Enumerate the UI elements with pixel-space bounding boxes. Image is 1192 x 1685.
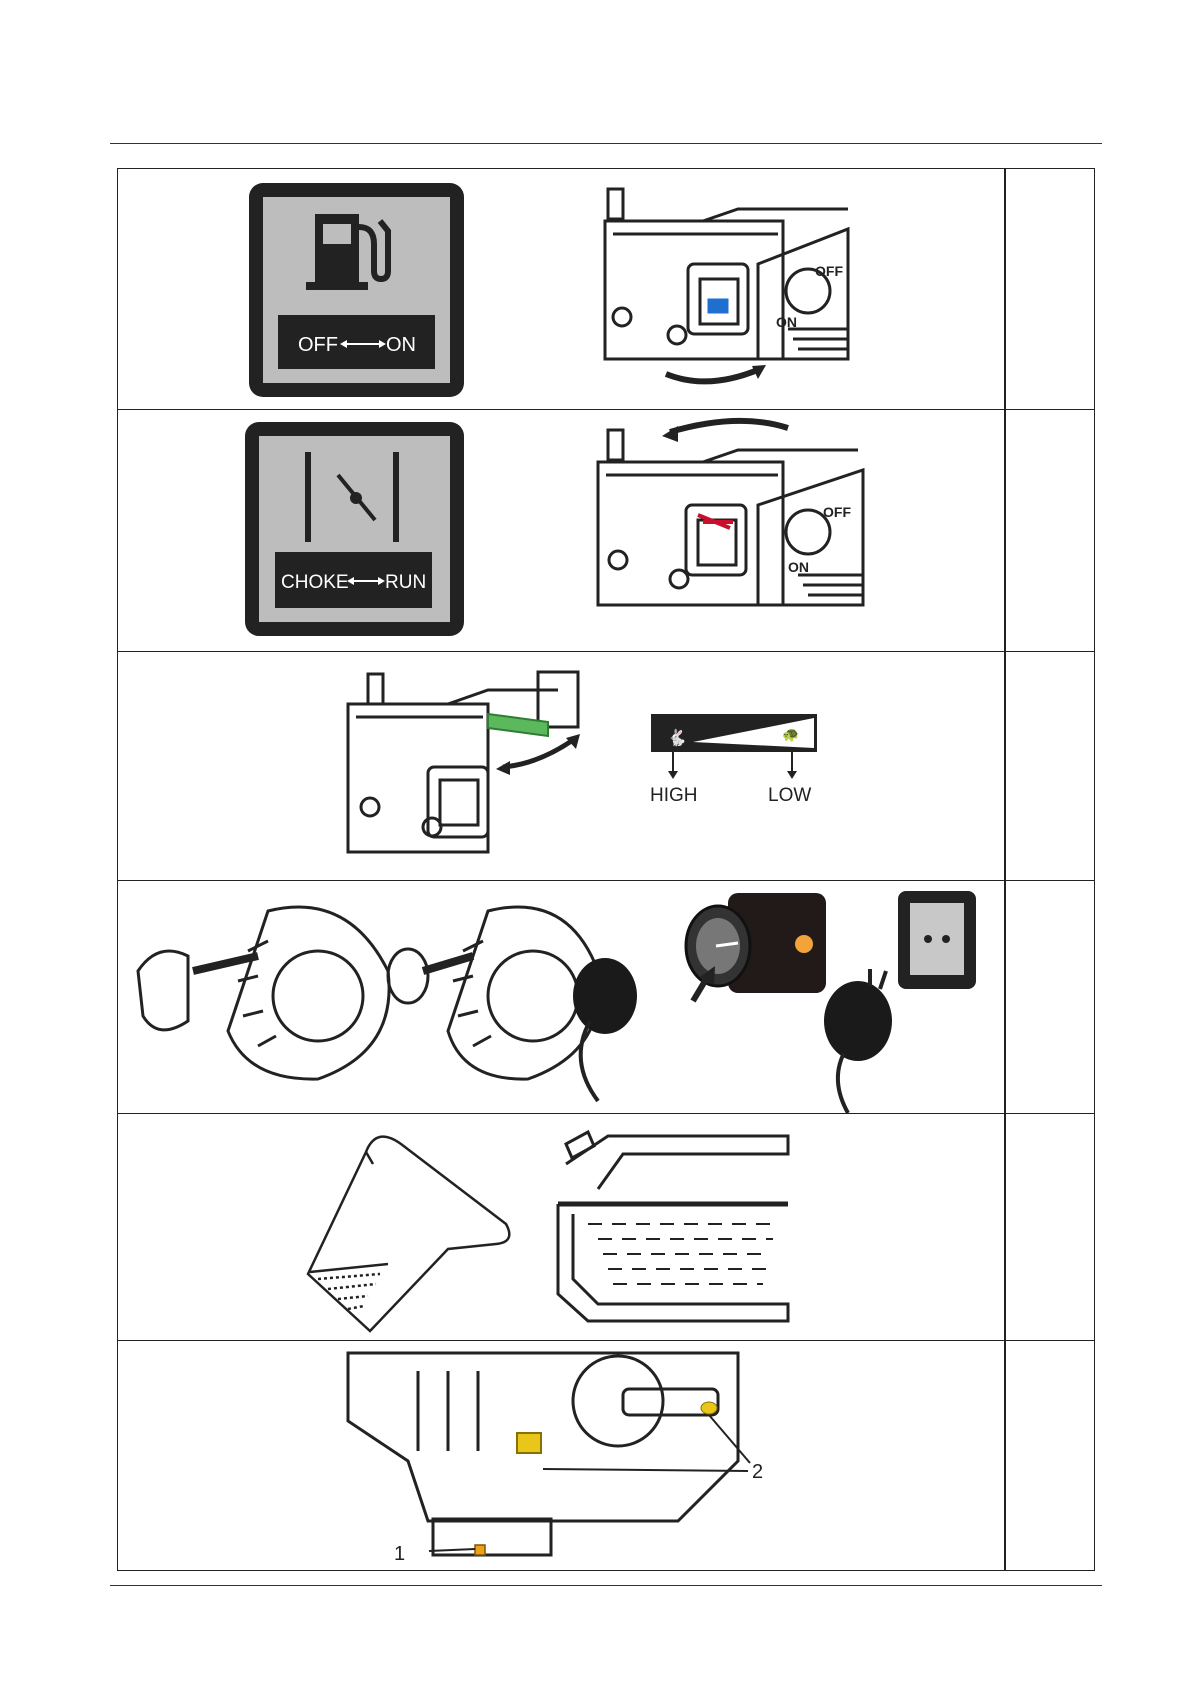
fuel-decal: OFF ON (249, 183, 464, 397)
choke-figures: CHOKE RUN OFF ON (118, 410, 1004, 652)
drain-figures: 1 2 (118, 1341, 1004, 1572)
choke-arrow (670, 421, 788, 432)
choke-decal: CHOKE RUN (245, 422, 464, 636)
plug-icon (573, 958, 637, 1034)
throttle-arrow (503, 740, 573, 767)
row-fuel-valve: OFF ON OFF ON (118, 169, 1094, 410)
lever-off-mark: OFF (815, 263, 843, 279)
electric-start-connector (573, 893, 826, 1101)
fuel-on-label: ON (386, 334, 416, 356)
recoil-starter-pull (138, 907, 389, 1079)
fuel-off-label: OFF (298, 334, 338, 356)
fuel-valve-figures: OFF ON OFF ON (118, 169, 1004, 410)
footer-rule (110, 1585, 1102, 1586)
run-label: RUN (385, 572, 426, 593)
header-rule (110, 143, 1102, 144)
engine-drawing (348, 1353, 738, 1555)
oil-level-cutaway (558, 1132, 788, 1321)
choke-label: CHOKE (281, 572, 349, 593)
throttle-figures: 🐇 🐢 HIGH LOW (118, 652, 1004, 881)
callout-1: 1 (394, 1543, 405, 1565)
turtle-icon: 🐢 (782, 726, 799, 742)
row-starting (118, 881, 1094, 1114)
lever-on-mark: ON (776, 314, 797, 330)
rabbit-icon: 🐇 (667, 728, 687, 747)
choke-lever[interactable] (698, 515, 733, 528)
power-plug-icon (824, 981, 892, 1061)
choke-lever-on-mark: ON (788, 559, 809, 575)
indicator-light-icon (795, 935, 813, 953)
row-choke: CHOKE RUN OFF ON (118, 410, 1094, 652)
row-throttle: 🐇 🐢 HIGH LOW (118, 652, 1094, 881)
speed-indicator: 🐇 🐢 HIGH LOW (650, 714, 817, 806)
oil-figures (118, 1114, 1004, 1341)
oil-fill-cap-icon (701, 1402, 717, 1414)
oil-beaker-icon (308, 1137, 509, 1331)
throttle-drawing (348, 672, 578, 852)
fuel-lever[interactable] (709, 300, 727, 312)
recoil-starter-rest (388, 907, 599, 1079)
choke-lever-off-mark: OFF (823, 504, 851, 520)
high-label: HIGH (650, 785, 698, 806)
low-label: LOW (768, 785, 811, 806)
fuel-valve-drawing (605, 189, 848, 359)
operation-table: OFF ON OFF ON (117, 168, 1095, 1571)
row-oil (118, 1114, 1094, 1341)
drain-bolt-icon (475, 1545, 485, 1555)
starting-figures (118, 881, 1004, 1114)
wall-socket (824, 891, 976, 1113)
row-drain: 1 2 (118, 1341, 1094, 1572)
callout-2: 2 (752, 1461, 763, 1483)
drain-plug-icon (517, 1433, 541, 1453)
fuel-arrow (666, 369, 760, 381)
